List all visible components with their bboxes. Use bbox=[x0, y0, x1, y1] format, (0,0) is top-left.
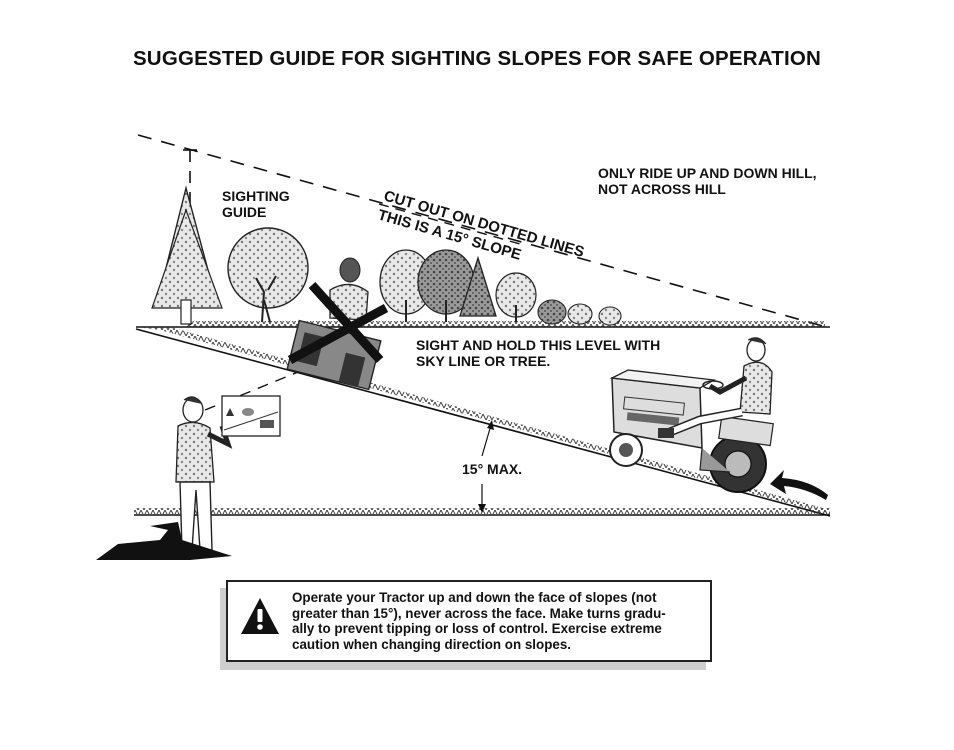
tree-group-icon bbox=[379, 249, 622, 326]
ride-up-down-label-2: NOT ACROSS HILL bbox=[598, 181, 726, 197]
warning-line: greater than 15°), never across the face… bbox=[292, 605, 666, 621]
warning-box: Operate your Tractor up and down the fac… bbox=[226, 580, 712, 662]
tractor-up-down-hill bbox=[609, 337, 774, 493]
warning-triangle-icon bbox=[241, 598, 279, 634]
slope-line bbox=[135, 328, 831, 517]
observer-shadow bbox=[96, 522, 232, 560]
round-tree-icon bbox=[227, 227, 309, 323]
curved-arrow-icon bbox=[770, 470, 828, 500]
tractor-across-hill-crossed bbox=[286, 257, 389, 391]
pine-tree-icon bbox=[151, 185, 223, 325]
sighting-guide-label-1: SIGHTING bbox=[222, 188, 290, 204]
max-angle-label: 15° MAX. bbox=[462, 461, 522, 477]
observer-sight-line bbox=[204, 371, 299, 411]
ride-up-down-label-1: ONLY RIDE UP AND DOWN HILL, bbox=[598, 165, 817, 181]
sight-hold-label-1: SIGHT AND HOLD THIS LEVEL WITH bbox=[416, 337, 660, 353]
observer-person bbox=[175, 395, 281, 551]
sight-hold-label-2: SKY LINE OR TREE. bbox=[416, 353, 550, 369]
page-title: SUGGESTED GUIDE FOR SIGHTING SLOPES FOR … bbox=[132, 47, 822, 70]
top-ground-grass bbox=[185, 321, 825, 327]
sighting-guide-label-2: GUIDE bbox=[222, 204, 266, 220]
warning-text: Operate your Tractor up and down the fac… bbox=[292, 590, 704, 652]
warning-line: ally to prevent tipping or loss of contr… bbox=[292, 621, 662, 636]
warning-line: Operate your Tractor up and down the fac… bbox=[292, 590, 657, 605]
warning-line: caution when changing direction on slope… bbox=[292, 636, 571, 652]
